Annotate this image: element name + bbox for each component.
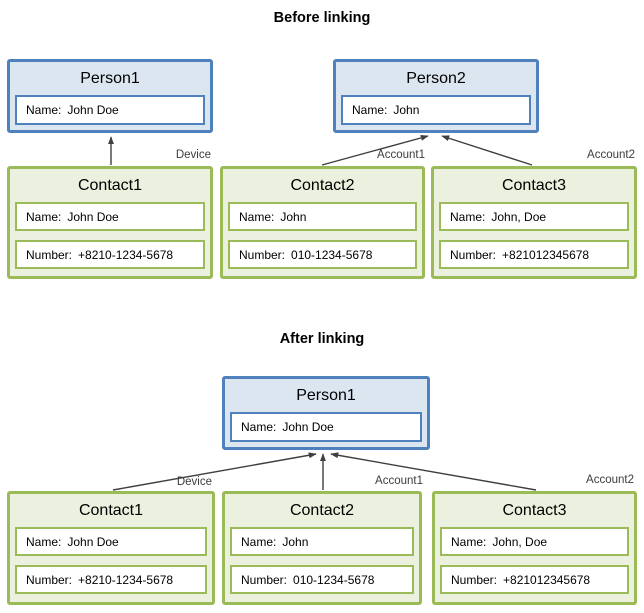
person1-name-field-before: Name: John Doe [15,95,205,125]
field-label: Number: [241,572,288,587]
field-value: +8210-1234-5678 [78,572,174,587]
contact3-number-field-after: Number: +821012345678 [440,565,629,594]
contact3-box-before: Contact3 Name: John, Doe Number: +821012… [431,166,637,279]
account2-label-before: Account2 [587,149,635,161]
field-label: Name: [26,103,62,117]
field-value: John, Doe [492,534,548,549]
person1-name-field-after: Name: John Doe [230,412,422,442]
person1-box-after: Person1 Name: John Doe [222,376,430,450]
person2-box-before: Person2 Name: John [333,59,539,133]
field-label: Number: [26,247,73,262]
field-label: Name: [450,209,486,224]
field-label: Name: [241,420,277,434]
field-label: Name: [241,534,277,549]
contact1-name-field-before: Name: John Doe [15,202,205,231]
contact2-title-before: Contact2 [290,177,355,194]
contact1-name-field-after: Name: John Doe [15,527,207,556]
field-value: 010-1234-5678 [293,572,375,587]
contact3-number-field-before: Number: +821012345678 [439,240,629,269]
contact3-box-after: Contact3 Name: John, Doe Number: +821012… [432,491,637,605]
field-value: John Doe [67,209,119,224]
contact1-number-field-before: Number: +8210-1234-5678 [15,240,205,269]
person1-box-before: Person1 Name: John Doe [7,59,213,133]
field-value: John [393,103,420,117]
field-value: John [280,209,307,224]
field-label: Number: [450,247,497,262]
contact1-box-before: Contact1 Name: John Doe Number: +8210-12… [7,166,213,279]
field-value: +8210-1234-5678 [78,247,174,262]
contact2-number-field-before: Number: 010-1234-5678 [228,240,417,269]
contact3-name-field-after: Name: John, Doe [440,527,629,556]
contact1-number-field-after: Number: +8210-1234-5678 [15,565,207,594]
device-label-before: Device [175,149,211,161]
section-title-after: After linking [279,331,365,347]
account1-label-after: Account1 [375,475,423,487]
field-value: John, Doe [491,209,547,224]
field-label: Name: [451,534,487,549]
account1-label-before: Account1 [377,149,425,161]
contact3-name-field-before: Name: John, Doe [439,202,629,231]
contact2-title-after: Contact2 [289,502,355,519]
contact3-title-after: Contact3 [502,502,567,519]
contact2-box-before: Contact2 Name: John Number: 010-1234-567… [220,166,425,279]
field-value: +821012345678 [503,572,591,587]
contact2-name-field-before: Name: John [228,202,417,231]
field-value: 010-1234-5678 [291,247,373,262]
device-label-after: Device [176,476,212,488]
field-value: John Doe [67,103,119,117]
contact3-title-before: Contact3 [501,177,567,194]
field-label: Name: [352,103,388,117]
field-label: Name: [239,209,275,224]
contact1-title-before: Contact1 [77,177,143,194]
arrow-contact3-to-person2-before [441,135,533,166]
contact1-title-after: Contact1 [78,502,144,519]
contact1-box-after: Contact1 Name: John Doe Number: +8210-12… [7,491,215,605]
contact2-box-after: Contact2 Name: John Number: 010-1234-567… [222,491,422,605]
section-title-before: Before linking [273,10,371,26]
person1-title-after: Person1 [296,387,356,404]
person2-name-field-before: Name: John [341,95,531,125]
field-value: John Doe [282,420,334,434]
field-value: John Doe [67,534,119,549]
account2-label-after: Account2 [586,474,634,486]
field-value: John [282,534,309,549]
person2-title-before: Person2 [406,70,466,87]
field-label: Number: [451,572,498,587]
field-label: Number: [239,247,286,262]
field-label: Name: [26,209,62,224]
field-label: Number: [26,572,73,587]
field-label: Name: [26,534,62,549]
contact2-name-field-after: Name: John [230,527,414,556]
contact2-number-field-after: Number: 010-1234-5678 [230,565,414,594]
person1-title-before: Person1 [80,70,140,87]
field-value: +821012345678 [502,247,590,262]
